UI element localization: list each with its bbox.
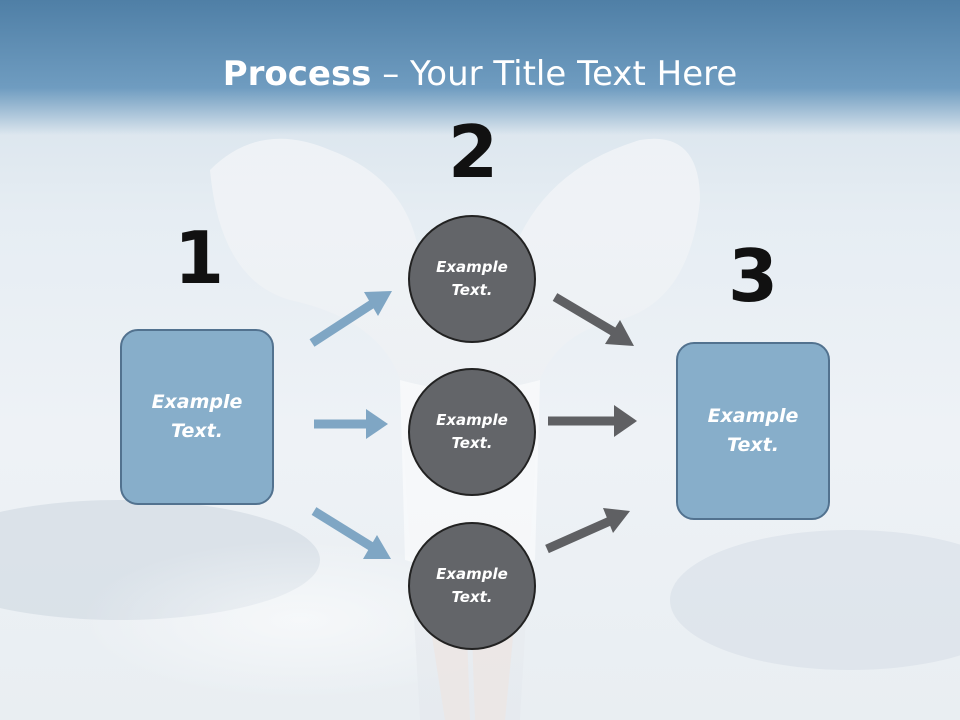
circle-bottom-label: Example Text. bbox=[436, 565, 508, 606]
title-rest: – Your Title Text Here bbox=[371, 54, 738, 94]
circle-middle: Example Text. bbox=[408, 368, 536, 496]
circle-middle-label: Example Text. bbox=[436, 411, 508, 452]
circle-top: Example Text. bbox=[408, 215, 536, 343]
arrow-blue-down bbox=[311, 507, 391, 559]
right-box-label: Example Text. bbox=[707, 405, 799, 456]
title-bold: Process bbox=[222, 54, 372, 94]
circle-bottom: Example Text. bbox=[408, 522, 536, 650]
right-box: Example Text. bbox=[676, 342, 830, 520]
slide-title: Process – Your Title Text Here bbox=[0, 52, 960, 96]
left-box-label: Example Text. bbox=[151, 391, 243, 442]
step-number-2: 2 bbox=[447, 110, 499, 194]
arrow-gray-right bbox=[548, 405, 637, 437]
arrow-blue-right bbox=[314, 409, 388, 439]
step-number-1: 1 bbox=[173, 216, 225, 300]
arrow-gray-down bbox=[552, 293, 634, 346]
arrow-gray-up bbox=[545, 508, 630, 554]
circle-top-label: Example Text. bbox=[436, 258, 508, 299]
step-number-3: 3 bbox=[727, 234, 779, 318]
arrow-blue-up bbox=[309, 291, 392, 347]
title-band bbox=[0, 0, 960, 135]
left-box: Example Text. bbox=[120, 329, 274, 505]
